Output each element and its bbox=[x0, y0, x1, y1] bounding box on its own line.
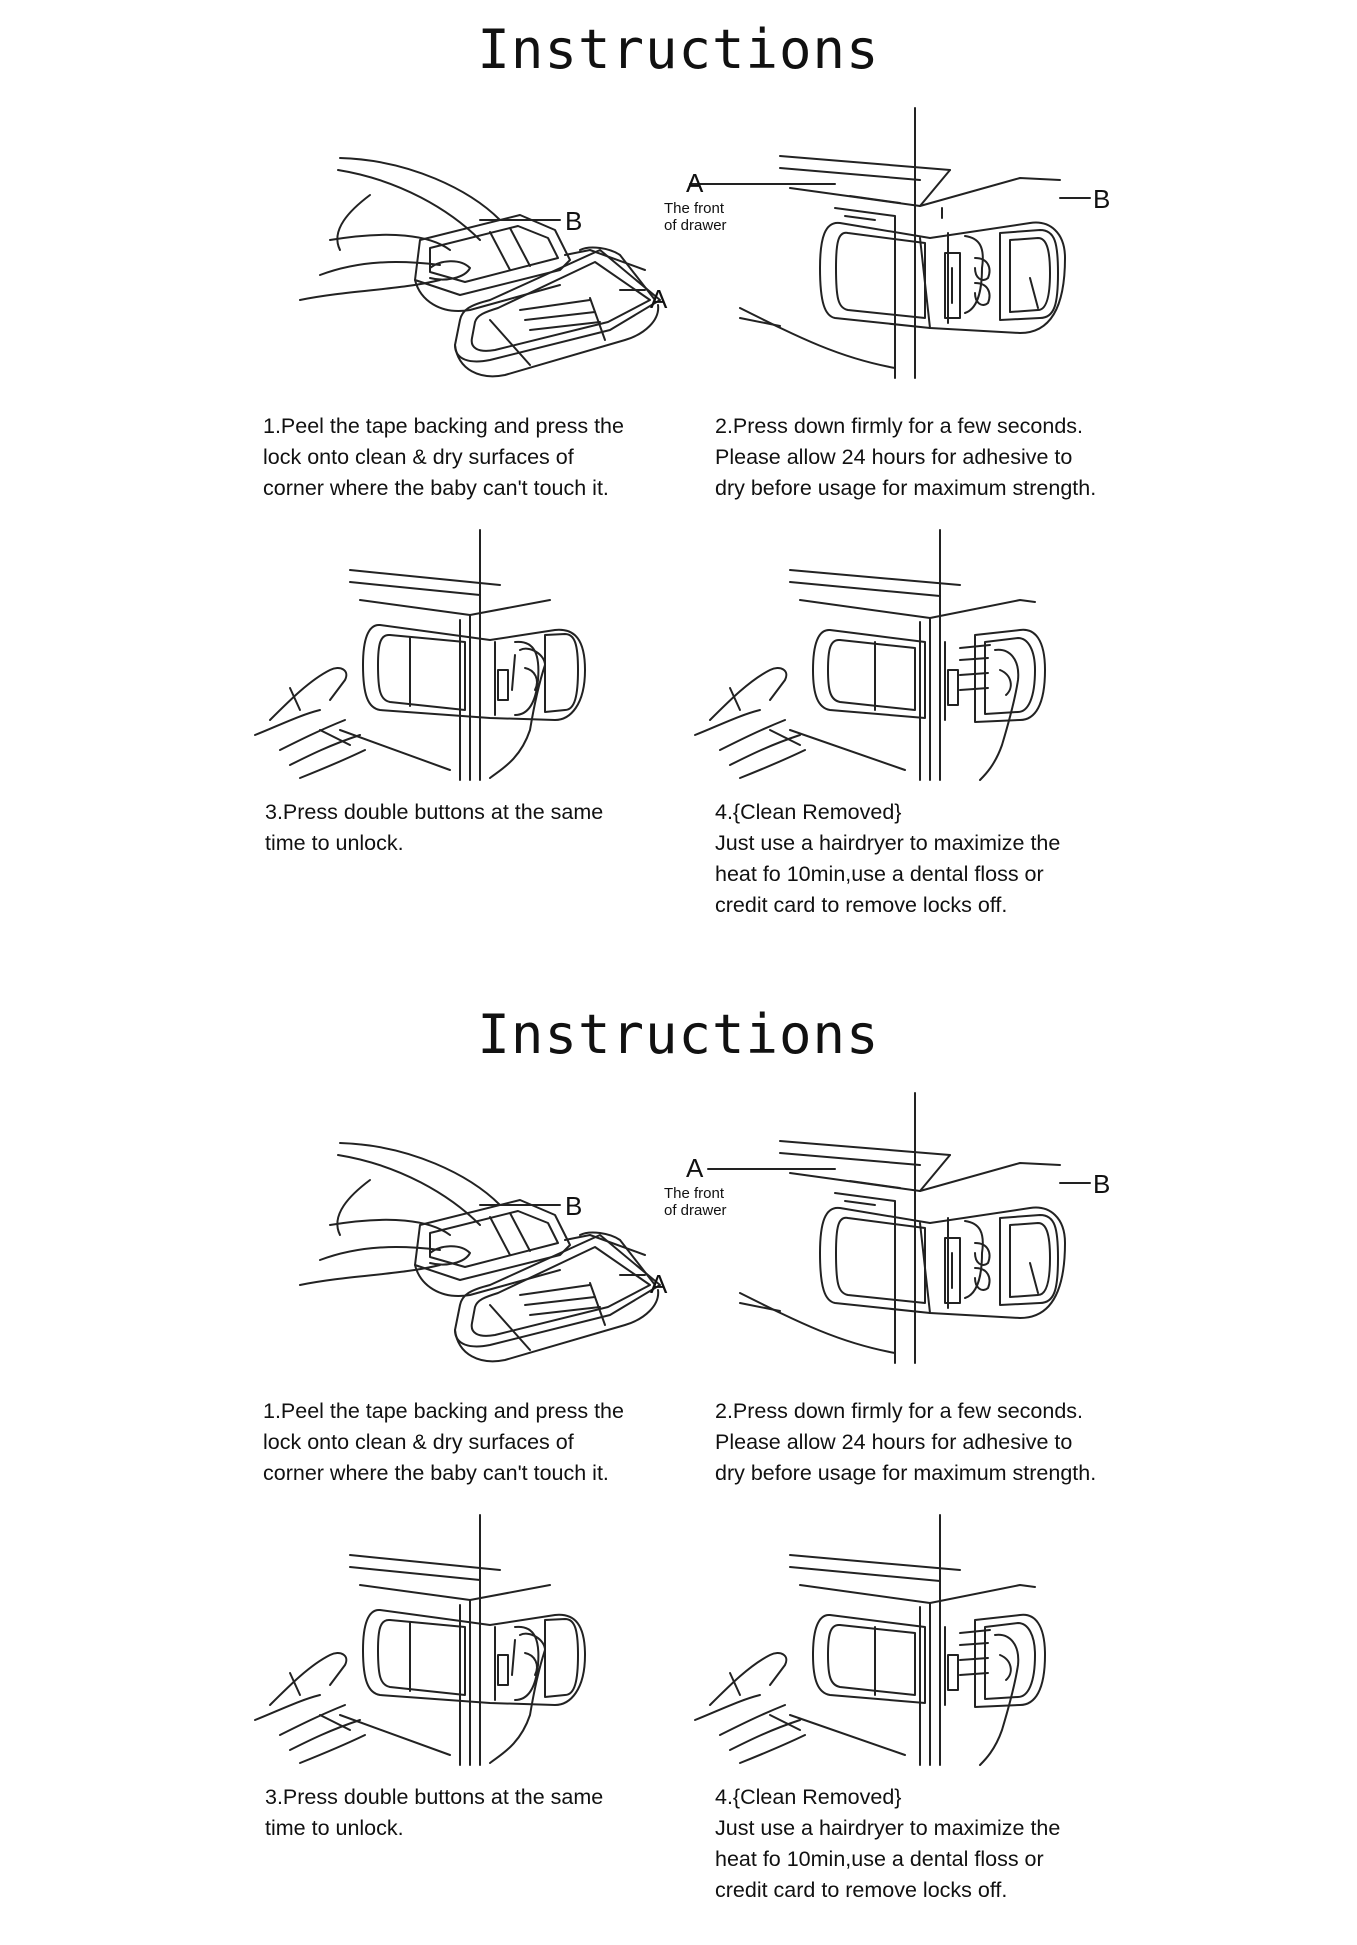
label-b: B bbox=[1093, 184, 1110, 214]
step-1-illustration: B A bbox=[299, 1142, 668, 1363]
label-front-line2: of drawer bbox=[664, 217, 727, 234]
label-a: A bbox=[650, 1269, 668, 1299]
label-front-line2: of drawer bbox=[664, 1202, 727, 1219]
label-b: B bbox=[565, 1191, 582, 1221]
step-4-illustration bbox=[694, 529, 1046, 781]
step-3-illustration bbox=[254, 1514, 586, 1766]
instructions-section-2: Instructions B A bbox=[0, 985, 1357, 1945]
label-a: A bbox=[650, 284, 668, 314]
label-front-line1: The front bbox=[664, 200, 725, 217]
step-2-caption: 2.Press down firmly for a few seconds. P… bbox=[715, 414, 1097, 500]
step-3-illustration bbox=[254, 529, 586, 781]
label-a: A bbox=[686, 1153, 704, 1183]
step-4-caption: 4.{Clean Removed} Just use a hairdryer t… bbox=[715, 1785, 1061, 1902]
step-3-caption: 3.Press double buttons at the same time … bbox=[265, 800, 604, 855]
label-front-line1: The front bbox=[664, 1185, 725, 1202]
step-4-caption: 4.{Clean Removed} Just use a hairdryer t… bbox=[715, 800, 1061, 917]
step-2-caption: 2.Press down firmly for a few seconds. P… bbox=[715, 1399, 1097, 1485]
step-2-illustration: A The front of drawer B bbox=[664, 1092, 1110, 1364]
step-1-caption: 1.Peel the tape backing and press the lo… bbox=[263, 1399, 624, 1485]
instructions-section-1: Instructions B A bbox=[0, 0, 1357, 960]
step-1-caption: 1.Peel the tape backing and press the lo… bbox=[263, 414, 624, 500]
label-b: B bbox=[1093, 1169, 1110, 1199]
step-1-illustration: B A bbox=[299, 157, 668, 378]
label-b: B bbox=[565, 206, 582, 236]
step-2-illustration: A The front of drawer B bbox=[664, 107, 1110, 379]
label-a: A bbox=[686, 168, 704, 198]
step-3-caption: 3.Press double buttons at the same time … bbox=[265, 1785, 604, 1840]
step-4-illustration bbox=[694, 1514, 1046, 1766]
section-title: Instructions bbox=[477, 1003, 880, 1066]
section-title: Instructions bbox=[477, 18, 880, 81]
